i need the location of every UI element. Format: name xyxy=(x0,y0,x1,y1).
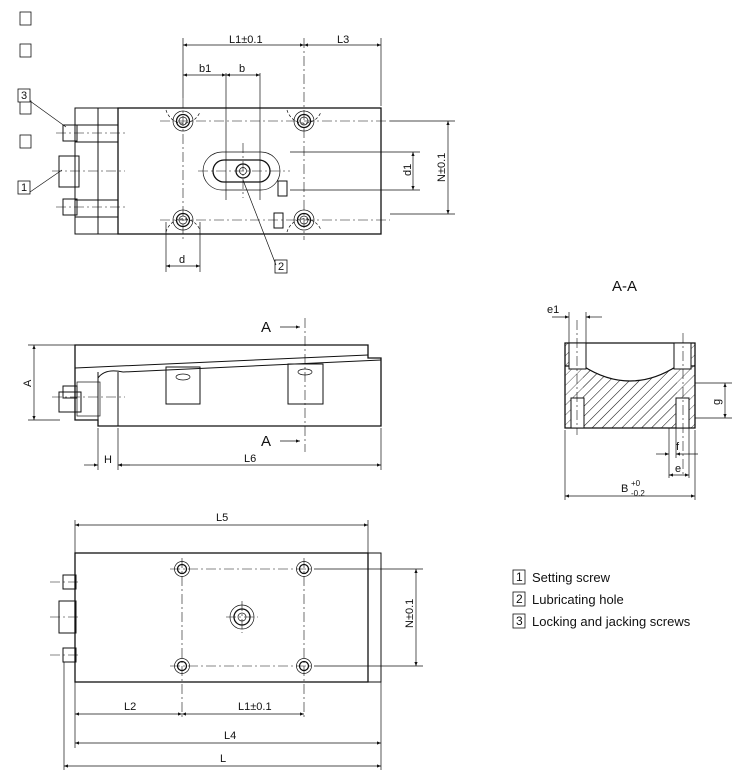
callout-2: 2 xyxy=(278,261,284,273)
dim-B-tol-lower: -0.2 xyxy=(631,489,645,498)
dim-B: B xyxy=(621,483,628,495)
dim-L3: L3 xyxy=(337,34,349,46)
adjustment-slot xyxy=(198,143,290,198)
callout-1: 1 xyxy=(21,182,27,194)
legend-box-1 xyxy=(512,569,526,585)
legend-label-3: Locking and jacking screws xyxy=(532,614,691,629)
bottom-view-dimensions xyxy=(63,520,423,770)
bottom-view xyxy=(50,552,382,720)
legend-num-2: 2 xyxy=(516,592,523,606)
section-view: A-A xyxy=(564,278,696,476)
dim-g: g xyxy=(711,399,723,405)
legend: 1 Setting screw 2 Lubricating hole 3 Loc… xyxy=(512,569,691,629)
legend-label-1: Setting screw xyxy=(532,570,611,585)
dim-L4: L4 xyxy=(224,730,236,742)
dim-L2: L2 xyxy=(124,701,136,713)
dim-e1: e1 xyxy=(547,304,559,316)
callout-3: 3 xyxy=(21,90,27,102)
side-view-dimensions xyxy=(28,325,382,470)
legend-box-3 xyxy=(512,613,526,629)
side-screw-mid xyxy=(58,391,82,413)
top-view-dimensions xyxy=(165,38,455,272)
dim-H: H xyxy=(104,454,112,466)
dim-d: d xyxy=(179,254,185,266)
dim-b: b xyxy=(239,63,245,75)
callout-2-box xyxy=(274,259,288,274)
side-counterbore-right xyxy=(287,363,324,405)
mark-box-3 xyxy=(19,100,32,115)
cut-label-top: A xyxy=(261,319,271,336)
callouts-top: 3 1 2 xyxy=(17,88,288,274)
dim-A: A xyxy=(22,379,34,387)
setting-screw xyxy=(58,155,80,188)
dim-L5: L5 xyxy=(216,512,228,524)
section-dimensions xyxy=(552,312,732,500)
callout-1-box xyxy=(17,180,31,195)
bottom-view-body xyxy=(74,552,369,683)
dim-B-tol-upper: +0 xyxy=(631,479,641,488)
legend-label-2: Lubricating hole xyxy=(532,592,624,607)
dim-L1-bottom: L1±0.1 xyxy=(238,701,272,713)
legend-num-3: 3 xyxy=(516,614,523,628)
dim-L: L xyxy=(220,753,226,765)
dim-e: e xyxy=(675,463,681,475)
dim-d1: d1 xyxy=(402,164,414,176)
dim-N-top: N±0.1 xyxy=(436,153,448,182)
mark-box-1 xyxy=(19,11,32,26)
dim-L1-top: L1±0.1 xyxy=(229,34,263,46)
side-view xyxy=(52,318,382,452)
callout-3-box xyxy=(17,88,31,103)
side-counterbore-left xyxy=(165,366,201,405)
dim-b1: b1 xyxy=(199,63,211,75)
cut-label-bottom: A xyxy=(261,433,271,450)
legend-box-2 xyxy=(512,591,526,607)
dim-L6: L6 xyxy=(244,453,256,465)
mark-box-4 xyxy=(19,134,32,149)
dim-f: f xyxy=(676,441,680,453)
legend-num-1: 1 xyxy=(516,570,523,584)
dim-N-bottom: N±0.1 xyxy=(404,599,416,628)
section-title: A-A xyxy=(612,278,637,295)
mark-box-2 xyxy=(19,43,32,58)
top-view xyxy=(52,38,390,240)
lubricating-hole xyxy=(277,180,288,197)
top-marks xyxy=(19,11,32,149)
